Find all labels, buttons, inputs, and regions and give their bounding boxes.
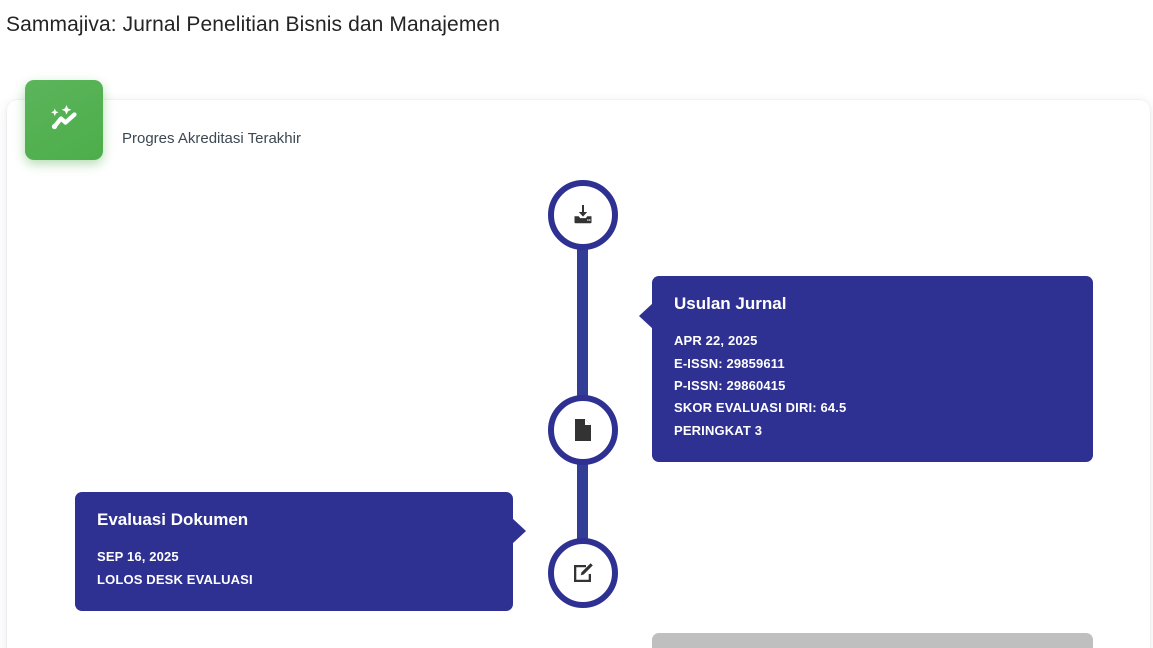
accreditation-timeline: Usulan Jurnal APR 22, 2025 E-ISSN: 29859… xyxy=(7,100,1150,648)
card-line: LOLOS DESK EVALUASI xyxy=(97,571,253,587)
timeline-node-evaluasi-dokumen[interactable] xyxy=(548,395,618,465)
card-line: SEP 16, 2025 xyxy=(97,549,179,565)
card-line: P-ISSN: 29860415 xyxy=(674,378,786,394)
card-title: Usulan Jurnal xyxy=(674,294,787,313)
edit-square-icon xyxy=(571,561,595,585)
panel-heading: Progres Akreditasi Terakhir xyxy=(122,130,301,147)
timeline-card-proses-penilaian[interactable]: Proses Penilaian TANGGAL PENUGASAN: - TA… xyxy=(652,633,1093,648)
card-line: E-ISSN: 29859611 xyxy=(674,355,785,371)
card-line: PERINGKAT 3 xyxy=(674,422,763,438)
progress-panel: Usulan Jurnal APR 22, 2025 E-ISSN: 29859… xyxy=(7,100,1150,648)
timeline-node-proses-penilaian[interactable] xyxy=(548,538,618,608)
card-line: SKOR EVALUASI DIRI: 64.5 xyxy=(674,400,847,416)
timeline-node-usulan-jurnal[interactable] xyxy=(548,180,618,250)
download-inbox-icon xyxy=(571,203,595,227)
analytics-sparkle-icon xyxy=(45,103,83,137)
card-title: Evaluasi Dokumen xyxy=(97,510,249,529)
timeline-spine xyxy=(577,212,588,542)
document-icon xyxy=(572,418,594,442)
timeline-card-usulan-jurnal[interactable]: Usulan Jurnal APR 22, 2025 E-ISSN: 29859… xyxy=(652,276,1093,463)
progress-badge-icon-box xyxy=(25,80,103,160)
page-title: Sammajiva: Jurnal Penelitian Bisnis dan … xyxy=(6,13,500,36)
card-arrow-usulan-jurnal xyxy=(639,303,653,329)
card-arrow-evaluasi-dokumen xyxy=(512,518,526,544)
card-line: APR 22, 2025 xyxy=(674,333,758,349)
timeline-card-evaluasi-dokumen[interactable]: Evaluasi Dokumen SEP 16, 2025 LOLOS DESK… xyxy=(75,492,513,612)
